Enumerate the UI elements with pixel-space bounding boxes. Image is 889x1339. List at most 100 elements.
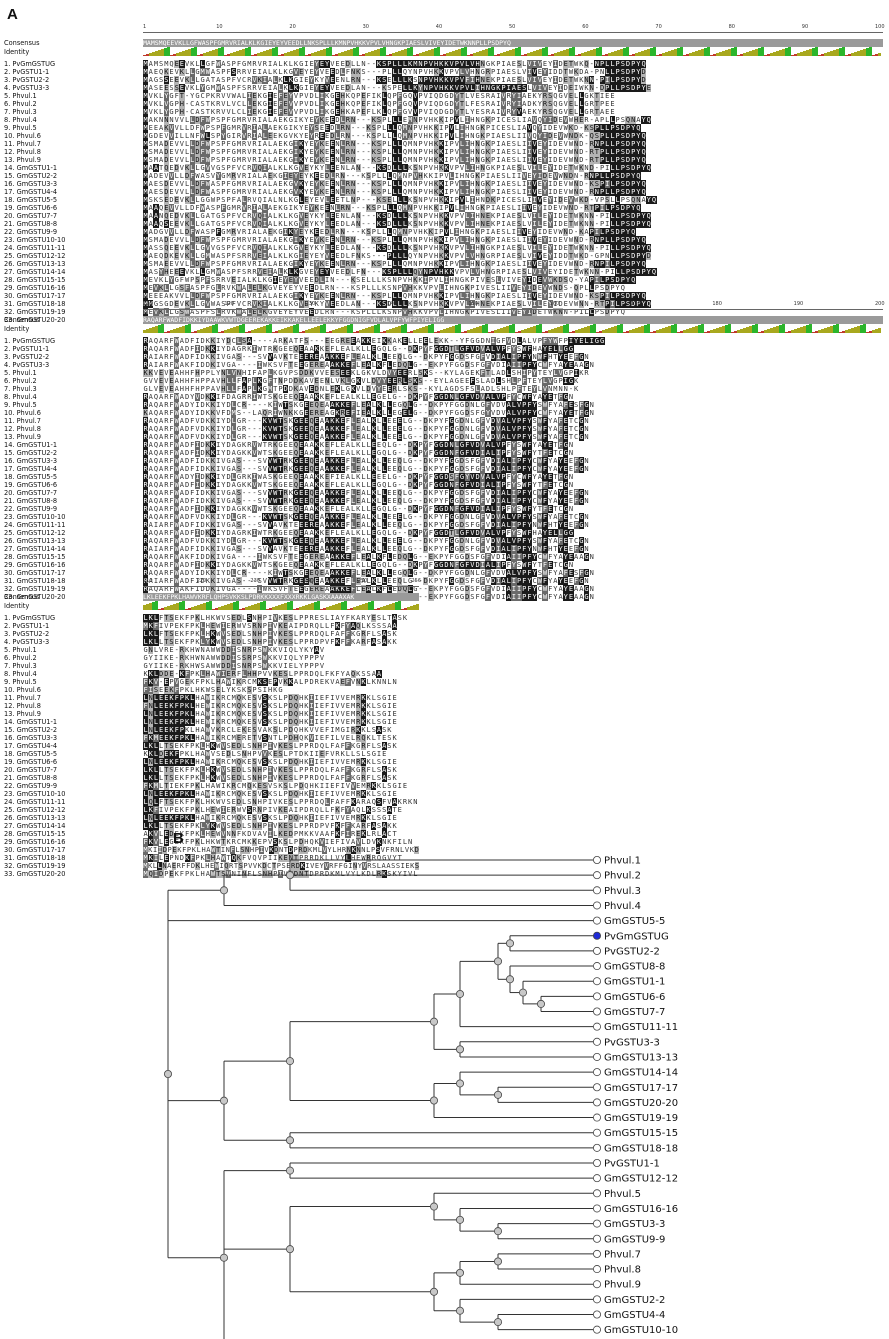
identity-bar — [539, 49, 542, 56]
sequence-row: LNLEEKFPKLHAWIKRCMQKESVSKSLPDQHKIIEFIVVE… — [143, 790, 419, 798]
identity-bar — [428, 325, 431, 333]
sequence-name: 21. GmGSTU8-8 — [4, 220, 57, 228]
sequence-row: FNLEEKFPKLHEWIKRCMQKESVSKSLPDQHKIIEFIVVE… — [143, 702, 419, 710]
identity-bar — [758, 48, 761, 56]
sequence-row: LKLLTSEKFPKLHKWVSEDLSNHPIVKESLPPRDQLFAFF… — [143, 774, 419, 782]
sequence-name: 4. PvGSTU3-3 — [4, 84, 49, 92]
identity-bar — [533, 51, 536, 56]
leaf-marker — [593, 916, 602, 925]
tree-node — [537, 999, 546, 1008]
sequence-name: 16. GmGSTU3-3 — [4, 457, 57, 465]
identity-bar — [194, 606, 197, 610]
sequence-row: GLVEVEAHHFHPPAVHLLFAPLKGMTPDDKAVEDNLEKLG… — [143, 385, 883, 393]
sequence-name: 19. GmGSTU6-6 — [4, 481, 57, 489]
sequence-row: MADEVVLLDFWASVYGMRVRIALAEKGIEYEYKEEDLRN-… — [143, 172, 883, 180]
identity-bar — [809, 49, 812, 56]
identity-bar — [191, 332, 194, 333]
identity-bar — [371, 51, 374, 56]
identity-bar — [161, 608, 164, 610]
leaf-label: Phvul.5 — [604, 1189, 641, 1200]
identity-bar — [185, 325, 188, 333]
identity-bar — [278, 330, 281, 333]
identity-bar — [404, 608, 407, 610]
ruler-tick: 200 — [875, 301, 885, 307]
identity-bar — [635, 53, 638, 56]
identity-bar — [656, 330, 659, 333]
sequence-name: 12. Phvul.8 — [4, 702, 41, 710]
identity-bar — [245, 48, 248, 56]
sequence-name: 14. GmGSTU1-1 — [4, 718, 57, 726]
identity-bar — [560, 51, 563, 56]
sequence-name: 15. GmGSTU2-2 — [4, 172, 57, 180]
identity-bar — [191, 607, 194, 610]
sequence-name: 26. GmGSTU13-13 — [4, 814, 65, 822]
identity-bar — [458, 49, 461, 56]
identity-bar — [716, 328, 719, 333]
identity-bar — [548, 330, 551, 333]
identity-bar — [587, 51, 590, 56]
identity-bar — [821, 54, 824, 56]
consensus-sequence: MAMSMQEEVKLLGFWASPFGMRVRIALKLKGIEYEYVEED… — [143, 39, 883, 47]
position-ruler — [143, 586, 420, 593]
sequence-name: 21. GmGSTU8-8 — [4, 497, 57, 505]
identity-bar — [245, 332, 248, 333]
identity-bar — [377, 324, 380, 333]
identity-bar — [296, 49, 299, 56]
identity-bar — [419, 328, 422, 333]
identity-bar — [608, 53, 611, 56]
identity-bar — [260, 52, 263, 56]
tree-node — [455, 1268, 464, 1277]
identity-bar — [449, 52, 452, 56]
identity-bar — [143, 605, 146, 610]
leaf-label: Phvul.8 — [604, 1265, 641, 1276]
identity-label: Identity — [4, 325, 29, 333]
identity-bar — [353, 48, 356, 56]
identity-bar — [737, 55, 740, 56]
identity-bar — [545, 331, 548, 333]
identity-bar — [431, 49, 434, 56]
sequence-name: 2. PvGSTU1-1 — [4, 68, 49, 76]
identity-bar — [578, 329, 581, 333]
sequence-row: LKLLTSEKFPKLHKWVSEDLSNHPIVKESLPPRDQLFAFF… — [143, 742, 419, 750]
identity-bar — [710, 55, 713, 56]
tree-node — [429, 1202, 438, 1211]
identity-bar — [365, 328, 368, 333]
identity-bar — [227, 329, 230, 333]
identity-bar — [764, 330, 767, 333]
identity-bar — [275, 331, 278, 333]
ruler-tick: 190 — [794, 301, 804, 307]
leaf-marker — [593, 1189, 602, 1198]
identity-bar — [773, 52, 776, 56]
identity-bar — [662, 53, 665, 56]
identity-bar — [566, 324, 569, 333]
leaf-marker — [593, 962, 602, 971]
identity-bar — [788, 47, 791, 56]
leaf-marker — [593, 992, 602, 1001]
identity-bar — [674, 324, 677, 333]
sequence-row: MAAQEVVLLDFWASPFGMRVRIALAEKGIKYEYKEENLRN… — [143, 204, 883, 212]
sequence-name: 30. GmGSTU17-17 — [4, 569, 65, 577]
sequence-row: MVKLYGFT-YGCPKRVVWALIEKGIEFEYVPVDLIKGEHK… — [143, 92, 883, 100]
identity-bar — [749, 326, 752, 333]
identity-bar — [161, 324, 164, 333]
sequence-name: 25. GmGSTU12-12 — [4, 806, 65, 814]
identity-bar — [446, 53, 449, 56]
identity-bar — [263, 326, 266, 333]
leaf-marker — [593, 977, 602, 986]
identity-bar — [302, 606, 305, 610]
identity-bar — [866, 332, 869, 333]
identity-bar — [800, 52, 803, 56]
identity-bar — [740, 54, 743, 56]
identity-bar — [212, 325, 215, 333]
sequence-row: RAQARFWADFVDKKIYDLGR---KVWTSKGEEQEAAKKEF… — [143, 537, 883, 545]
identity-bar — [170, 605, 173, 610]
identity-bar — [698, 50, 701, 56]
identity-bar — [197, 330, 200, 333]
sequence-name: 22. GmGSTU9-9 — [4, 782, 57, 790]
identity-bar — [299, 48, 302, 56]
identity-bar — [407, 48, 410, 56]
identity-label: Identity — [4, 48, 29, 56]
identity-bar — [380, 332, 383, 333]
identity-bar — [590, 50, 593, 56]
